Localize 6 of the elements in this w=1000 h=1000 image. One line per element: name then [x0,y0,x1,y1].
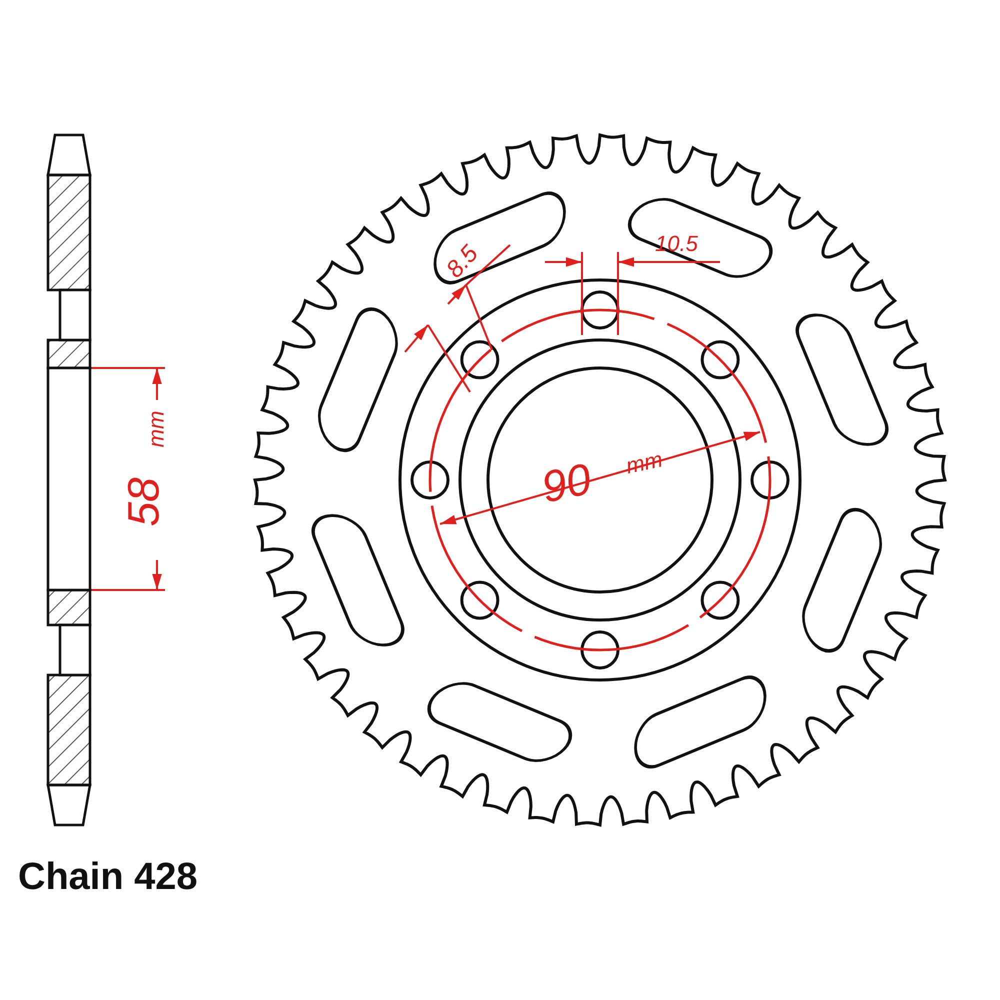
caption: Chain 428 [18,858,198,896]
unit-label: mm [145,410,168,448]
dimension-label: 8.5 [442,242,483,282]
dimension-label: 58 [122,478,166,526]
dimension-label: 10.5 [655,233,698,255]
dimension-label: 90 [538,457,595,511]
